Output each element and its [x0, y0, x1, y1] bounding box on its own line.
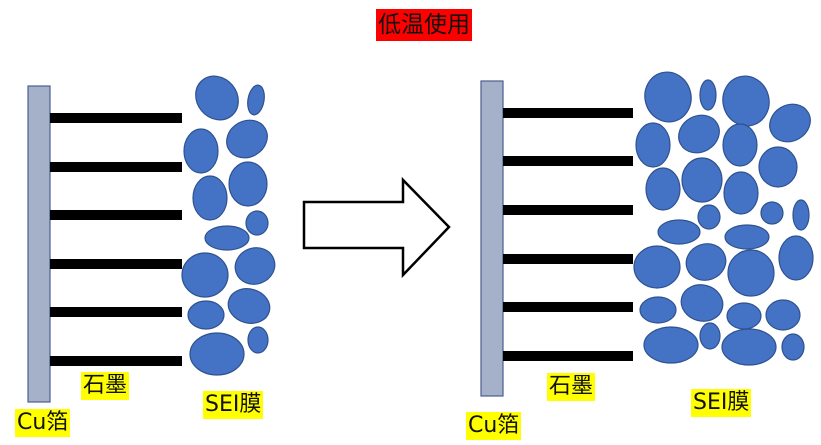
graphite-layer [503, 351, 633, 361]
sei-particle [722, 75, 770, 127]
sei-particle [192, 175, 228, 221]
sei-particle [721, 328, 777, 366]
sei-particle [792, 199, 810, 231]
sei-particle [228, 161, 268, 207]
graphite-layer [50, 307, 182, 317]
sei-particle [639, 296, 677, 324]
cu-foil [27, 85, 51, 403]
graphite-layer [503, 156, 633, 166]
sei-particle [644, 71, 692, 123]
sei-particle [697, 204, 721, 230]
sei-label-left: SEI膜 [203, 391, 264, 419]
sei-particle [760, 201, 784, 225]
sei-film-thick [633, 71, 814, 366]
sei-particle [722, 123, 758, 167]
sei-particle [723, 171, 759, 215]
sei-particle [781, 333, 805, 361]
sei-particle [247, 326, 269, 354]
sei-particle [727, 249, 775, 297]
graphite-layer [503, 302, 633, 312]
graphite-label-left: 石墨 [81, 372, 130, 400]
sei-particle [204, 225, 250, 251]
sei-particle [681, 157, 723, 203]
sei-particle [678, 114, 720, 154]
sei-particle [699, 322, 721, 350]
sei-particle [685, 243, 727, 281]
sei-particle [181, 252, 229, 298]
graphite-layer [503, 254, 633, 264]
graphite-layer [50, 113, 182, 123]
sei-particle [680, 284, 724, 322]
sei-particle [765, 299, 801, 331]
right-panel [480, 71, 814, 397]
cu-foil-label-left: Cu箔 [15, 409, 71, 437]
sei-particle [645, 167, 681, 211]
graphite-layer [503, 108, 633, 118]
sei-particle [187, 300, 225, 330]
sei-particle [657, 219, 701, 245]
graphite-layer [50, 210, 182, 220]
sei-particle [183, 128, 219, 174]
sei-particle [758, 146, 798, 188]
sei-particle [635, 122, 671, 168]
graphite-layer [503, 205, 633, 215]
cu-foil-label-right: Cu箔 [466, 412, 522, 440]
sei-particle [724, 224, 770, 250]
graphite-layers [50, 113, 182, 366]
sei-particle [247, 84, 265, 116]
sei-particle [227, 288, 271, 324]
graphite-layer [50, 259, 182, 269]
sei-particle [245, 210, 269, 236]
sei-particle [769, 103, 811, 143]
sei-particle [699, 79, 717, 111]
graphite-label-right: 石墨 [547, 373, 596, 401]
sei-particle [778, 235, 814, 281]
sei-particle [195, 75, 239, 121]
sei-particle [234, 247, 276, 285]
sei-film [181, 75, 276, 376]
title-low-temperature: 低温使用 [376, 9, 472, 41]
left-panel [27, 75, 276, 403]
graphite-layer [50, 162, 182, 172]
sei-particle [226, 119, 268, 159]
right-arrow-icon [302, 176, 451, 279]
graphite-layer [50, 356, 182, 366]
sei-particle [189, 332, 245, 376]
cu-foil [480, 80, 504, 397]
sei-particle [643, 326, 699, 364]
sei-label-right: SEI膜 [691, 389, 752, 417]
sei-particle [633, 245, 681, 289]
graphite-layers [503, 108, 633, 361]
sei-particle [726, 302, 762, 330]
